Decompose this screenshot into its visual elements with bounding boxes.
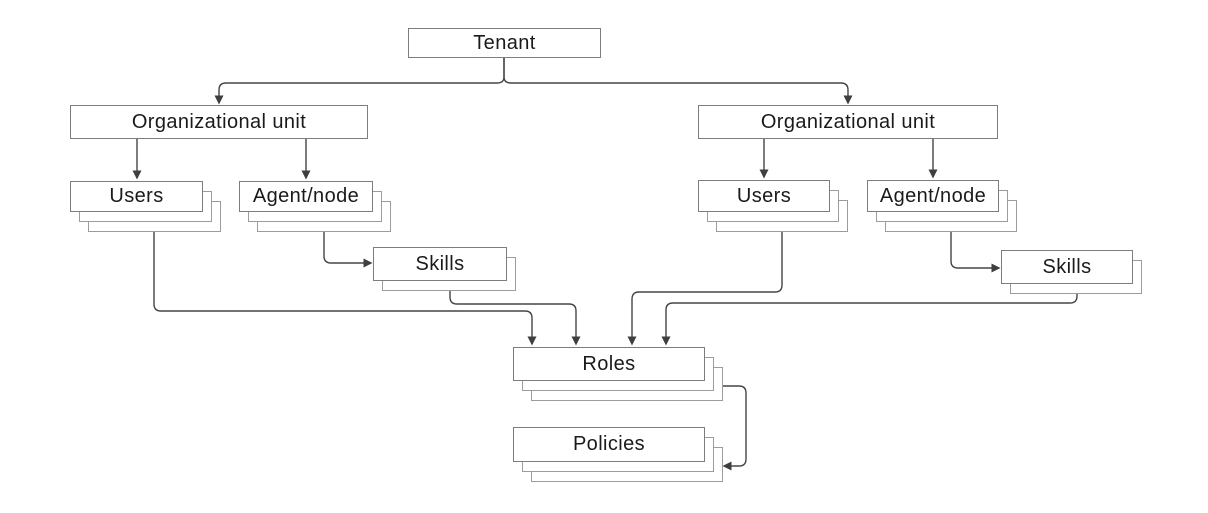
- node-agent-node-left: Agent/node: [239, 181, 391, 232]
- node-users-right: Users: [698, 180, 848, 232]
- node-roles: Roles: [513, 347, 723, 401]
- node-agent-node-right: Agent/node: [867, 180, 1017, 232]
- node-tenant: Tenant: [408, 28, 601, 58]
- node-box: Agent/node: [867, 180, 999, 212]
- edge-roles-policies: [722, 385, 747, 471]
- node-policies: Policies: [513, 427, 723, 482]
- node-label: Agent/node: [252, 185, 360, 207]
- edge-skills-right-roles: [661, 294, 1078, 346]
- node-label: Users: [736, 184, 792, 207]
- node-label: Roles: [582, 352, 636, 375]
- node-box: Skills: [373, 247, 507, 281]
- node-box: Users: [698, 180, 830, 212]
- node-label: Policies: [572, 433, 646, 455]
- node-box: Organizational unit: [70, 105, 368, 139]
- edge-agent-left-skills-left: [323, 232, 373, 268]
- node-skills-left: Skills: [373, 247, 516, 291]
- node-label: Skills: [415, 252, 465, 275]
- edge-skills-left-roles: [449, 291, 581, 346]
- node-label: Agent/node: [879, 184, 987, 207]
- edge-agent-right-skills-right: [950, 232, 1001, 273]
- node-label: Organizational unit: [131, 110, 307, 133]
- node-label: Skills: [1042, 255, 1092, 278]
- node-box: Users: [70, 181, 203, 212]
- node-box: Roles: [513, 347, 705, 381]
- node-organizational-unit-right: Organizational unit: [698, 105, 998, 139]
- node-users-left: Users: [70, 181, 221, 232]
- edge-tenant-org-right: [503, 58, 853, 105]
- node-organizational-unit-left: Organizational unit: [70, 105, 368, 139]
- edge-users-left-roles: [153, 232, 537, 346]
- node-label: Tenant: [473, 31, 536, 54]
- edge-tenant-org-left: [214, 58, 505, 105]
- node-box: Tenant: [408, 28, 601, 58]
- node-label: Organizational unit: [760, 110, 936, 133]
- node-skills-right: Skills: [1001, 250, 1142, 294]
- node-box: Agent/node: [239, 181, 373, 212]
- edge-users-right-roles: [627, 232, 783, 346]
- node-box: Organizational unit: [698, 105, 998, 139]
- node-box: Skills: [1001, 250, 1133, 284]
- node-label: Users: [109, 185, 164, 207]
- node-box: Policies: [513, 427, 705, 462]
